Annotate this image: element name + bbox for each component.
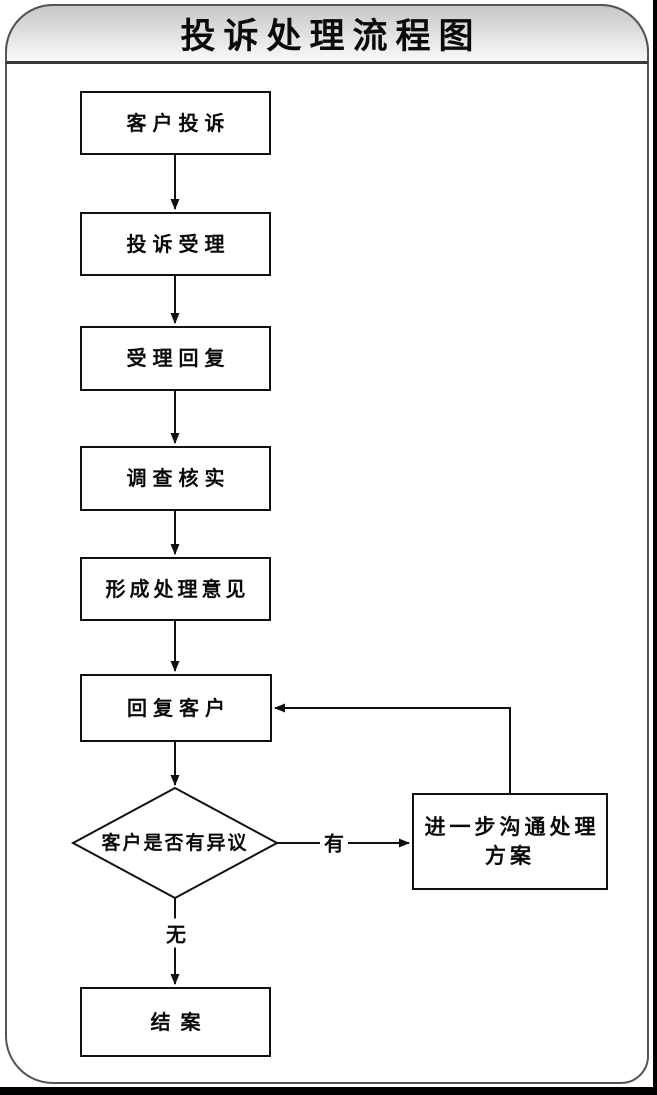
node-label: 受理回复 — [126, 346, 231, 370]
node-customer-complaint: 客户投诉 — [80, 91, 271, 155]
node-complaint-acceptance: 投诉受理 — [80, 212, 271, 276]
node-form-handling-opinion: 形成处理意见 — [80, 557, 271, 621]
decision-diamond — [70, 786, 280, 900]
node-further-communication: 进一步沟通处理方案 — [412, 793, 608, 890]
node-label: 回复客户 — [127, 695, 231, 720]
node-label: 客户是否有异议 — [101, 831, 249, 854]
node-label: 客户投诉 — [126, 110, 231, 135]
page-title: 投诉处理流程图 — [180, 17, 482, 57]
node-label: 进一步沟通处理方案 — [424, 815, 600, 868]
node-label: 结案 — [150, 1009, 211, 1034]
title-bar: 投诉处理流程图 — [5, 4, 649, 64]
node-acceptance-reply: 受理回复 — [80, 326, 271, 391]
edge-label-yes: 有 — [320, 827, 348, 857]
node-label: 形成处理意见 — [105, 576, 250, 601]
window-frame — [5, 4, 649, 1084]
node-case-closed: 结案 — [80, 987, 271, 1057]
decision-has-objection: 客户是否有异议 — [95, 788, 255, 898]
node-reply-customer: 回复客户 — [80, 674, 272, 742]
node-investigation-verification: 调查核实 — [80, 446, 271, 511]
node-label: 调查核实 — [126, 466, 231, 490]
node-label: 投诉受理 — [126, 231, 231, 256]
arrow-n7-n6-feedback — [274, 703, 511, 793]
edge-label-no: 无 — [162, 918, 190, 948]
